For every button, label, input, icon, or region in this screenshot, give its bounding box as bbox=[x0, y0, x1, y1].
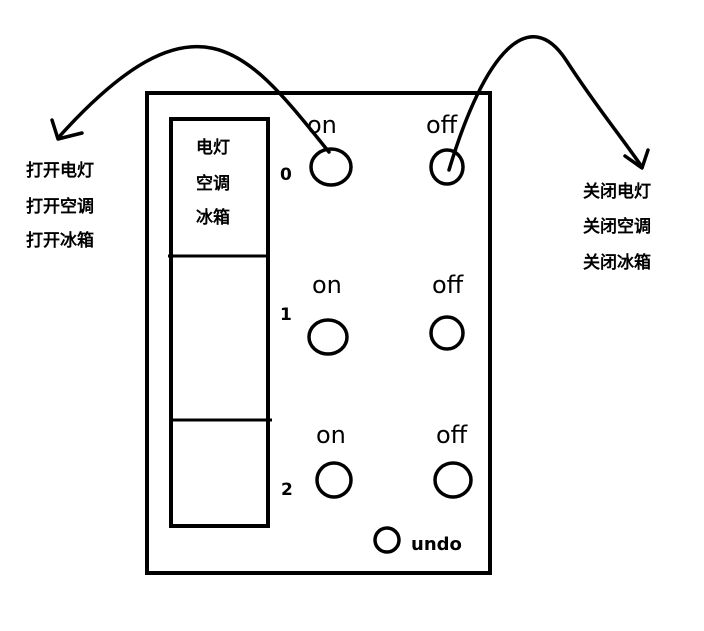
slot-2-off-label: off bbox=[436, 421, 468, 449]
slot-1-on-label: on bbox=[312, 271, 342, 299]
undo-label: undo bbox=[411, 534, 462, 555]
left-curve-arrow bbox=[56, 44, 331, 154]
left-note-3: 打开冰箱 bbox=[26, 231, 94, 251]
slot-0-device-2: 空调 bbox=[196, 174, 230, 194]
left-note-2: 打开空调 bbox=[26, 197, 94, 217]
left-arrowhead-icon bbox=[50, 118, 84, 141]
slot-1-off-label: off bbox=[432, 271, 464, 299]
right-note-3: 关闭冰箱 bbox=[583, 253, 651, 273]
slot-1-on-button[interactable] bbox=[307, 318, 349, 356]
right-note-1: 关闭电灯 bbox=[583, 182, 651, 202]
left-note-1: 打开电灯 bbox=[26, 161, 94, 181]
slot-0-off-label: off bbox=[426, 111, 458, 139]
slot-0-device-3: 冰箱 bbox=[196, 208, 230, 228]
right-curve-arrow bbox=[447, 35, 644, 172]
undo-button[interactable] bbox=[373, 526, 401, 554]
slot-2-on-label: on bbox=[316, 421, 346, 449]
slot-1-off-button[interactable] bbox=[429, 315, 465, 351]
slot-2-number: 2 bbox=[281, 480, 293, 500]
slot-0-device-1: 电灯 bbox=[196, 138, 230, 158]
slot-0-off-button[interactable] bbox=[429, 148, 465, 186]
slot-0-number: 0 bbox=[280, 165, 292, 185]
slot-column bbox=[169, 117, 270, 528]
slot-0-on-label: on bbox=[307, 111, 337, 139]
slot-2-off-button[interactable] bbox=[433, 461, 473, 499]
right-arrowhead-icon bbox=[623, 148, 650, 170]
right-note-2: 关闭空调 bbox=[583, 217, 651, 237]
remote-body bbox=[145, 91, 492, 575]
slot-1-number: 1 bbox=[280, 305, 292, 325]
slot-2-on-button[interactable] bbox=[315, 461, 353, 499]
slot-0-on-button[interactable] bbox=[309, 147, 353, 187]
